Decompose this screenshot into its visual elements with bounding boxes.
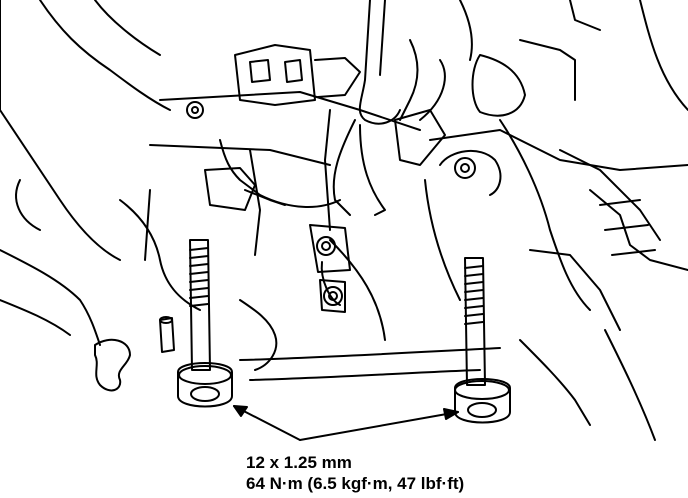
engine-block-outline [0,0,688,441]
bolt-size-label: 12 x 1.25 mm [246,453,352,472]
callout-leader-lines [233,405,459,441]
wiring-harness [204,0,526,313]
torque-spec-label: 64 N·m (6.5 kgf·m, 47 lbf·ft) [246,474,465,493]
right-bolt [454,257,511,424]
dowel-pin [94,316,175,392]
left-bolt [177,239,233,408]
bolt-spec-callout: 12 x 1.25 mm 64 N·m (6.5 kgf·m, 47 lbf·f… [246,452,464,494]
mount-hole [186,101,502,196]
